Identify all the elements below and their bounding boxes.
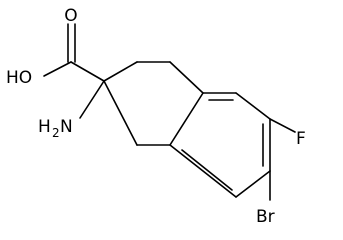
bond-c8-c8a-inner — [181, 149, 233, 191]
bond-c8a-c4a — [169, 92, 204, 146]
hydroxyl-label: HO — [6, 68, 32, 88]
bond-c2-n — [79, 80, 105, 119]
bonds — [43, 23, 296, 201]
bond-c-oh — [43, 61, 72, 77]
atom-labels: O HO H 2 N F Br — [6, 6, 306, 227]
bond-c-carboxyl-c2 — [70, 61, 105, 82]
oxygen-label: O — [64, 6, 77, 26]
bond-c5-c6 — [235, 92, 271, 120]
bond-c7-c8 — [235, 170, 271, 198]
fluorine-label: F — [296, 129, 306, 149]
bond-c8-c8a — [169, 144, 237, 198]
bond-c6-f — [269, 118, 296, 133]
amino-h-label: H — [38, 117, 51, 137]
amino-subscript-label: 2 — [52, 126, 60, 140]
bond-c4-c4a — [169, 61, 204, 94]
bromine-label: Br — [256, 207, 275, 227]
amino-n-label: N — [60, 117, 73, 137]
bond-c2-c3 — [103, 61, 138, 82]
bond-c2-c1 — [103, 80, 138, 146]
